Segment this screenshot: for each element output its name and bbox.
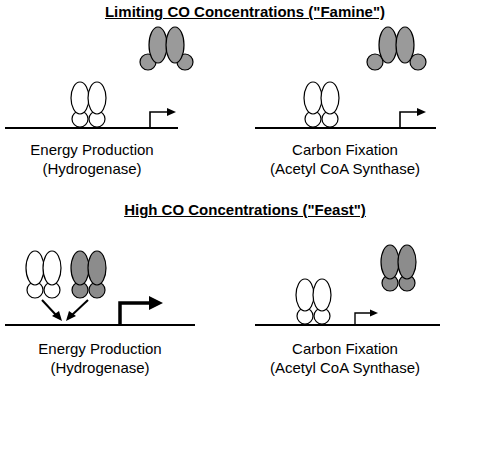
dna-line — [5, 127, 178, 129]
section-heading: Limiting CO Concentrations ("Famine") — [105, 3, 385, 21]
protein-domain — [398, 245, 416, 279]
arrow-head — [149, 296, 163, 310]
protein-domain — [396, 27, 414, 63]
bottom-left-illustration — [5, 251, 195, 325]
arrow-head — [417, 108, 426, 116]
top-right-illustration — [255, 27, 436, 128]
arrow-head — [52, 311, 62, 321]
promoter-arrow — [355, 313, 371, 325]
protein-domain — [379, 27, 397, 63]
protein-domain — [88, 82, 106, 114]
top-left-illustration — [5, 27, 193, 128]
gene-label: Carbon Fixation — [292, 340, 398, 358]
enzyme-label: (Hydrogenase) — [42, 160, 141, 178]
protein-domain — [26, 251, 44, 285]
binding-arrow — [42, 300, 56, 315]
dna-line — [5, 324, 195, 326]
gene-label: Energy Production — [30, 141, 153, 159]
protein-domain — [88, 251, 106, 285]
gene-label: Carbon Fixation — [292, 141, 398, 159]
enzyme-label: (Acetyl CoA Synthase) — [270, 359, 420, 377]
promoter-arrow — [400, 112, 418, 128]
protein-domain — [149, 27, 167, 63]
protein-domain — [71, 82, 89, 114]
protein-domain — [321, 82, 339, 114]
protein-domain — [381, 245, 399, 279]
protein-domain — [71, 251, 89, 285]
gene-label: Energy Production — [38, 340, 161, 358]
arrow-head — [370, 310, 378, 317]
promoter-arrow — [120, 303, 150, 325]
protein-domain — [43, 251, 61, 285]
section-heading: High CO Concentrations ("Feast") — [124, 201, 366, 219]
enzyme-label: (Acetyl CoA Synthase) — [270, 160, 420, 178]
protein-domain — [166, 27, 184, 63]
bottom-right-illustration — [255, 245, 440, 325]
protein-domain — [304, 82, 322, 114]
protein-domain — [313, 279, 331, 311]
binding-arrow — [72, 300, 88, 315]
arrow-head — [167, 108, 176, 116]
enzyme-label: (Hydrogenase) — [50, 359, 149, 377]
dna-line — [255, 324, 440, 326]
promoter-arrow — [150, 112, 168, 128]
arrow-head — [66, 311, 76, 321]
protein-domain — [296, 279, 314, 311]
dna-line — [255, 127, 436, 129]
